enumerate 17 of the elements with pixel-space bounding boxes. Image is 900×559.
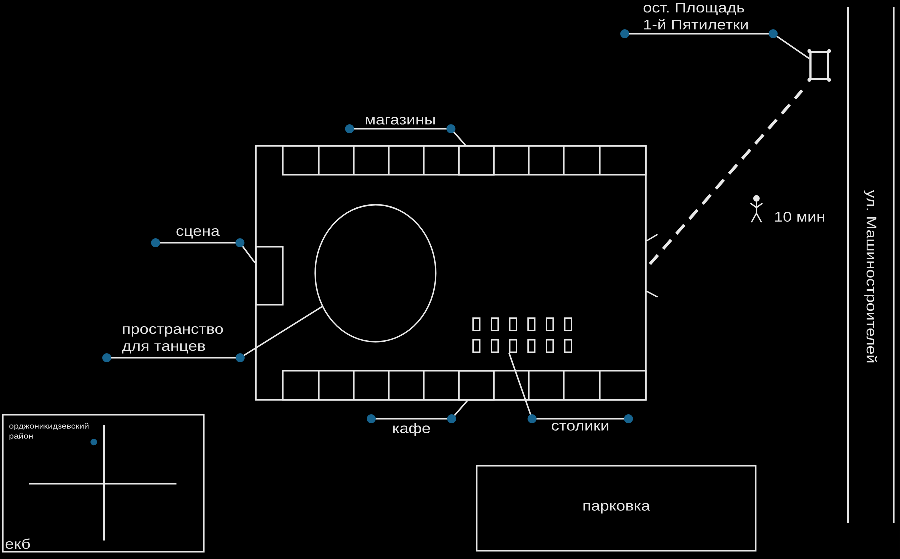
building-outline (255, 145, 647, 401)
callout-label: кафе (394, 423, 430, 436)
stall-cell (458, 370, 495, 401)
dance-floor-ellipse (314, 204, 437, 343)
edge-label: 10 мин (775, 212, 824, 222)
stage-box (255, 246, 284, 306)
callout-label: столики (552, 423, 609, 431)
bus-stop-icon (808, 49, 832, 82)
city-label: екб (6, 538, 30, 550)
callout-label: пространство для танцев (122, 326, 224, 354)
table-rect (509, 339, 518, 354)
street-name: ул. Машиностроителей (864, 190, 878, 363)
callout-label: магазины (366, 117, 435, 125)
parking-area: парковка (476, 465, 757, 552)
stall-cell (458, 145, 495, 176)
callout-label: ост. Площадь 1-й Пятилетки (644, 3, 748, 30)
callout-label: сцена (176, 228, 220, 239)
